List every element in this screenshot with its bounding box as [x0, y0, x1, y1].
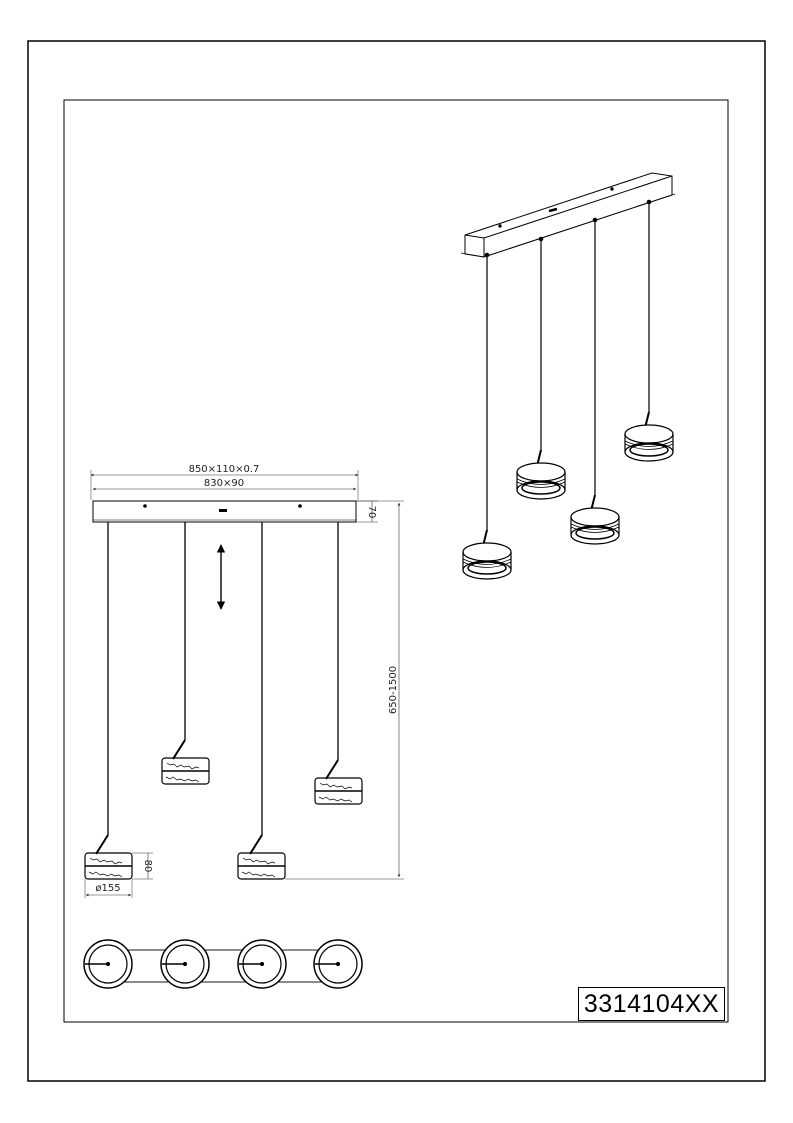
perspective-shade-3 [570, 494, 620, 545]
top-view [83, 939, 363, 989]
pendant-shade-3 [237, 834, 286, 880]
canopy-outer-dim: 850×110×0.7 [189, 464, 260, 475]
front-view [84, 470, 404, 898]
hanging-length-dim: 650-1500 [388, 666, 399, 714]
canopy-height-dim: 70 [366, 506, 377, 519]
outer-frame [27, 40, 766, 1082]
pendant-shade-2 [161, 739, 210, 785]
part-number: 3314104XX [583, 989, 720, 1018]
canopy-inner-dim: 830×90 [204, 478, 244, 489]
perspective-view [460, 172, 676, 580]
shade-diameter-dim: ø155 [95, 883, 120, 894]
perspective-shade-4 [624, 411, 674, 462]
canopy-perspective [464, 172, 673, 258]
top-view-shade-1 [83, 939, 133, 989]
pendant-shade-4 [314, 759, 363, 805]
top-view-shade-3 [237, 939, 287, 989]
top-view-shade-2 [160, 939, 210, 989]
canopy-front [92, 500, 357, 523]
part-number-box: 3314104XX [578, 987, 725, 1021]
inner-frame [63, 99, 729, 1023]
shade-height-dim: 80 [142, 860, 153, 873]
top-view-shade-4 [313, 939, 363, 989]
perspective-shade-1 [462, 529, 512, 580]
perspective-shade-2 [516, 449, 566, 500]
pendant-shade-1 [84, 834, 133, 880]
